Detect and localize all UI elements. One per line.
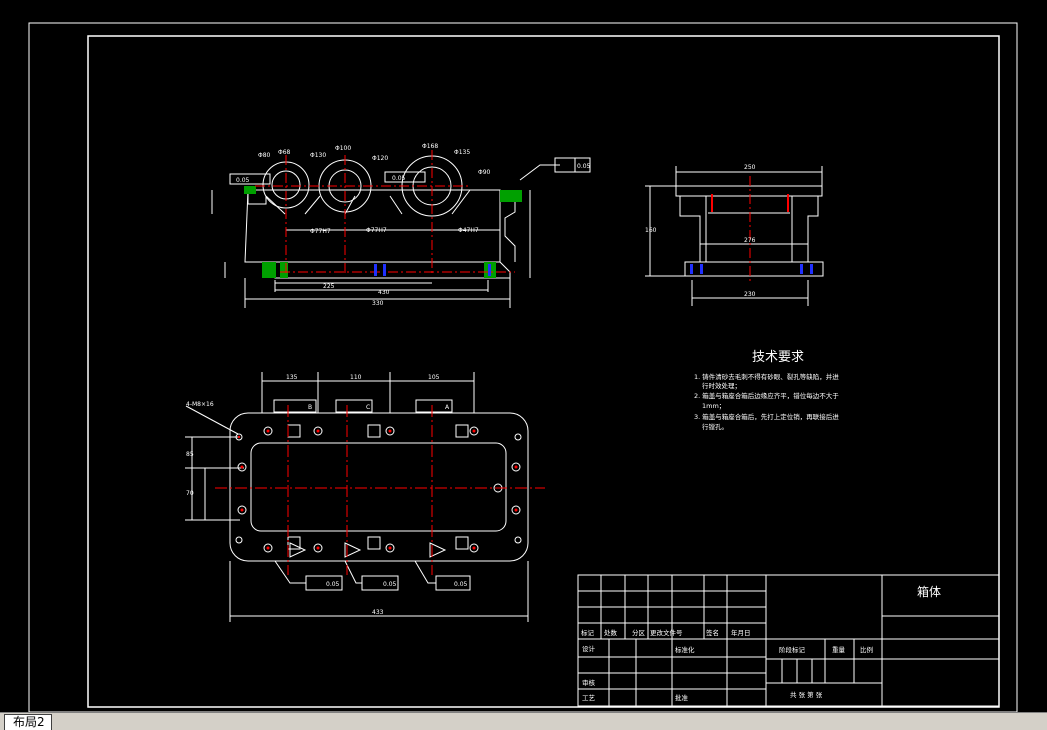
tb-label-mark: 标记 xyxy=(581,628,595,637)
part-name: 箱体 xyxy=(917,584,941,599)
tb-label-date: 年月日 xyxy=(731,628,751,637)
dim-d135: Φ135 xyxy=(454,149,470,156)
top-tol-1: 0.05 xyxy=(326,581,340,588)
tech-req-line-1: 1. 铸件清砂去毛刺不得有砂眼、裂孔等缺陷，并进 xyxy=(694,372,839,381)
cad-drawing[interactable]: 330 225 430 Φ80 Φ68 Φ130 Φ100 Φ120 Φ168 … xyxy=(0,0,1047,712)
tb-label-sign: 签名 xyxy=(706,628,719,637)
tb-weight: 重量 xyxy=(832,646,846,654)
dim-d130: Φ130 xyxy=(310,152,326,159)
dim-d68: Φ68 xyxy=(278,149,291,156)
side-view xyxy=(645,166,824,306)
dim-d168: Φ168 xyxy=(422,143,438,150)
front-view-holes xyxy=(374,264,491,276)
tb-label-doc: 更改文件号 xyxy=(650,628,683,637)
top-note-m8: 4-M8×16 xyxy=(186,401,214,408)
side-view-red-marks xyxy=(711,194,789,212)
top-dim-110: 110 xyxy=(350,374,362,381)
tb-label-count: 处数 xyxy=(604,628,618,637)
top-view-hole-markers xyxy=(237,429,518,550)
dim-d100: Φ100 xyxy=(335,145,351,152)
tol-2: 0.05 xyxy=(392,175,406,182)
datum-b: B xyxy=(308,404,312,411)
side-dim-276: 276 xyxy=(744,237,756,244)
top-dim-105: 105 xyxy=(428,374,440,381)
top-dim-70: 70 xyxy=(186,490,194,497)
side-dim-230: 230 xyxy=(744,291,756,298)
front-view-dim-texts: 330 225 430 Φ80 Φ68 Φ130 Φ100 Φ120 Φ168 … xyxy=(236,143,591,307)
layout-tab-layout2[interactable]: 布局2 xyxy=(4,714,52,730)
dim-225: 225 xyxy=(323,283,335,290)
tb-label-zone: 分区 xyxy=(632,628,646,637)
fit-2: Φ77H7 xyxy=(366,227,387,234)
tb-review: 审核 xyxy=(582,678,596,687)
fit-1: Φ77H7 xyxy=(310,228,331,235)
side-dim-160: 160 xyxy=(645,227,657,234)
dim-d120: Φ120 xyxy=(372,155,388,162)
tol-1: 0.05 xyxy=(236,177,250,184)
top-dim-135: 135 xyxy=(286,374,298,381)
dim-d90: Φ90 xyxy=(478,169,491,176)
tol-3: 0.05 xyxy=(577,163,591,170)
tech-req-line-2: 行时效处理； xyxy=(702,381,741,390)
outer-sheet-border xyxy=(28,22,1018,712)
front-view-centerlines xyxy=(255,150,515,275)
top-dim-85: 85 xyxy=(186,451,194,458)
top-tol-3: 0.05 xyxy=(454,581,468,588)
datum-c: C xyxy=(366,404,370,411)
tb-scale: 比例 xyxy=(860,645,873,654)
tb-approve: 批准 xyxy=(675,693,689,702)
tb-design: 设计 xyxy=(582,644,596,653)
dim-330: 330 xyxy=(372,300,384,307)
datum-a: A xyxy=(445,404,450,411)
side-dim-250: 250 xyxy=(744,164,756,171)
fit-3: Φ47H7 xyxy=(458,227,479,234)
tb-sheets: 共 张 第 张 xyxy=(790,690,823,699)
layout-tab-bar: 布局2 xyxy=(0,712,1047,730)
top-view xyxy=(185,372,529,622)
tech-req-heading: 技术要求 xyxy=(752,350,804,365)
tech-req-line-3: 2. 箱盖与箱座合箱后边缘应齐平，错位每边不大于 xyxy=(694,391,839,400)
tb-stage-mark: 阶段标记 xyxy=(779,645,806,654)
top-dim-433: 433 xyxy=(372,609,384,616)
top-tol-2: 0.05 xyxy=(383,581,397,588)
inner-drawing-frame xyxy=(87,35,1000,708)
tb-process: 工艺 xyxy=(582,694,596,702)
front-view-hatching xyxy=(244,186,522,278)
dim-d80: Φ80 xyxy=(258,152,271,159)
tech-req-line-6: 行镗孔。 xyxy=(702,422,728,431)
side-view-holes xyxy=(690,264,813,274)
drawing-canvas[interactable]: 330 225 430 Φ80 Φ68 Φ130 Φ100 Φ120 Φ168 … xyxy=(0,0,1047,712)
dim-430: 430 xyxy=(378,289,390,296)
technical-requirements: 技术要求 1. 铸件清砂去毛刺不得有砂眼、裂孔等缺陷，并进 行时效处理； 2. … xyxy=(694,350,839,431)
tech-req-line-5: 3. 箱盖与箱座合箱后，先打上定位销，再联接后进 xyxy=(694,412,839,421)
title-block xyxy=(577,574,1000,707)
tech-req-line-4: 1mm； xyxy=(702,402,725,410)
top-view-centerlines xyxy=(215,405,545,575)
tb-standardize: 标准化 xyxy=(675,645,695,654)
